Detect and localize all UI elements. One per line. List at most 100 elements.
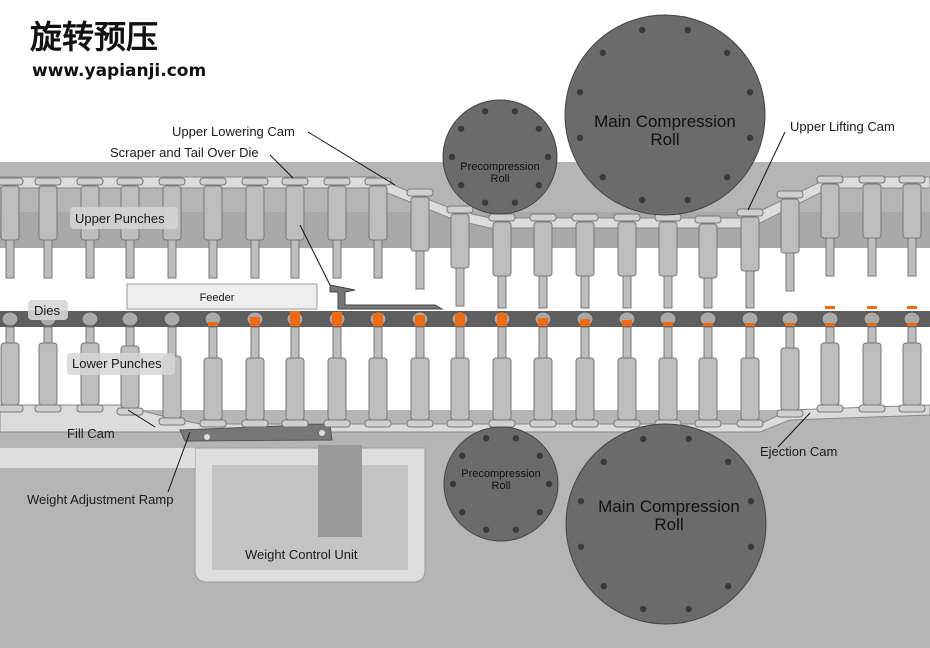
precompression-roll-upper: Precompression Roll — [442, 99, 558, 215]
lower-punch-head — [529, 419, 557, 428]
roll-bolt — [481, 108, 489, 115]
upper-punch-body — [902, 183, 922, 239]
upper-punch-body — [862, 183, 882, 239]
powder-fill — [208, 322, 218, 326]
roll-bolt — [482, 435, 490, 442]
upper-punch-tip — [125, 239, 135, 279]
label-lower-punches: Lower Punches — [72, 356, 162, 371]
upper-punch-tip — [85, 239, 95, 279]
roll-bolt — [482, 526, 490, 533]
label-upper-lifting-cam: Upper Lifting Cam — [790, 119, 895, 134]
upper-punch-head — [406, 188, 434, 197]
roll-bolt — [747, 498, 755, 505]
powder-fill — [785, 323, 795, 326]
feeder — [126, 283, 318, 310]
upper-punch-head — [529, 213, 557, 222]
roll-bolt — [746, 89, 754, 96]
upper-punch-head — [0, 177, 24, 186]
lower-punch-body — [285, 357, 305, 421]
roll-bolt — [536, 509, 544, 516]
upper-punch-tip — [455, 267, 465, 307]
upper-punch-head — [776, 190, 804, 199]
lower-punch-stem — [825, 326, 835, 344]
lower-punch-stem — [663, 326, 673, 359]
roll-label: Main Compression — [598, 497, 740, 516]
lower-punch-stem — [250, 326, 260, 359]
roll-bolt — [511, 199, 519, 206]
lower-punch-stem — [745, 326, 755, 359]
roll-bolt — [458, 452, 466, 459]
upper-punch-body — [658, 221, 678, 277]
label-scraper: Scraper and Tail Over Die — [110, 145, 259, 160]
roll-bolt — [599, 174, 606, 181]
roll-bolt — [458, 509, 466, 516]
lower-punch-head — [323, 419, 351, 428]
powder-fill — [538, 318, 548, 326]
roll-label: Precompression — [460, 161, 539, 173]
roll-bolt — [449, 480, 457, 488]
upper-punch-body — [245, 185, 265, 241]
upper-punch-tip — [580, 275, 590, 309]
roll-bolt — [640, 435, 647, 443]
lower-punch-stem — [125, 326, 135, 347]
upper-punch-tip — [703, 277, 713, 309]
lower-punch-head — [816, 404, 844, 413]
upper-punch-head — [34, 177, 62, 186]
lower-punch-head — [446, 419, 474, 428]
lower-punch-stem — [43, 326, 53, 344]
lower-punch-stem — [497, 326, 507, 359]
lower-punch-body — [368, 357, 388, 421]
lower-punch-stem — [167, 326, 177, 357]
ramp-bolt — [204, 434, 210, 440]
upper-punch-tip — [332, 239, 342, 279]
upper-punch-body — [38, 185, 58, 241]
upper-punch-body — [575, 221, 595, 277]
roll-bolt — [640, 605, 647, 613]
upper-punch-head — [613, 213, 641, 222]
upper-punch-body — [617, 221, 637, 277]
lower-punch-body — [740, 357, 760, 421]
roll-bolt — [577, 543, 585, 550]
lower-punch-body — [862, 342, 882, 406]
roll-bolt — [600, 583, 607, 590]
upper-punch-head — [116, 177, 144, 186]
scraper — [329, 284, 444, 310]
upper-punch-body — [203, 185, 223, 241]
powder-fill — [373, 313, 383, 326]
upper-punch-body — [820, 183, 840, 239]
lower-punch-stem — [867, 326, 877, 344]
lower-punch-head — [364, 419, 392, 428]
roll-bolt — [457, 125, 465, 132]
upper-punch-tip — [250, 239, 260, 279]
lower-punch-head — [406, 419, 434, 428]
lower-punch-body — [533, 357, 553, 421]
die — [121, 311, 139, 327]
upper-punch-tip — [538, 275, 548, 309]
lower-punch-head — [0, 404, 24, 413]
lower-punch-body — [203, 357, 223, 421]
upper-punch-tip — [497, 275, 507, 309]
main-compression-roll-upper: Main Compression Roll — [564, 14, 766, 216]
powder-fill — [622, 320, 632, 326]
upper-punch-body — [0, 185, 20, 241]
upper-punch-body — [492, 221, 512, 277]
punch-array — [0, 175, 926, 428]
roll-label: Roll — [491, 173, 510, 185]
lower-punch-head — [199, 419, 227, 428]
tablet — [907, 306, 917, 309]
lower-punch-stem — [907, 326, 917, 344]
upper-punch-tip — [663, 275, 673, 309]
lower-punch-head — [158, 417, 186, 426]
die — [163, 311, 181, 327]
powder-fill — [745, 323, 755, 326]
lower-punch-body — [245, 357, 265, 421]
lower-punch-body — [450, 357, 470, 421]
roll-bolt — [684, 196, 691, 204]
upper-punch-body — [368, 185, 388, 241]
lower-punch-body — [820, 342, 840, 406]
label-upper-lowering-cam: Upper Lowering Cam — [172, 124, 295, 139]
upper-punch-tip — [290, 239, 300, 279]
label-bg — [28, 300, 68, 320]
roll-bolt — [639, 26, 646, 34]
roll-bolt — [544, 153, 552, 161]
